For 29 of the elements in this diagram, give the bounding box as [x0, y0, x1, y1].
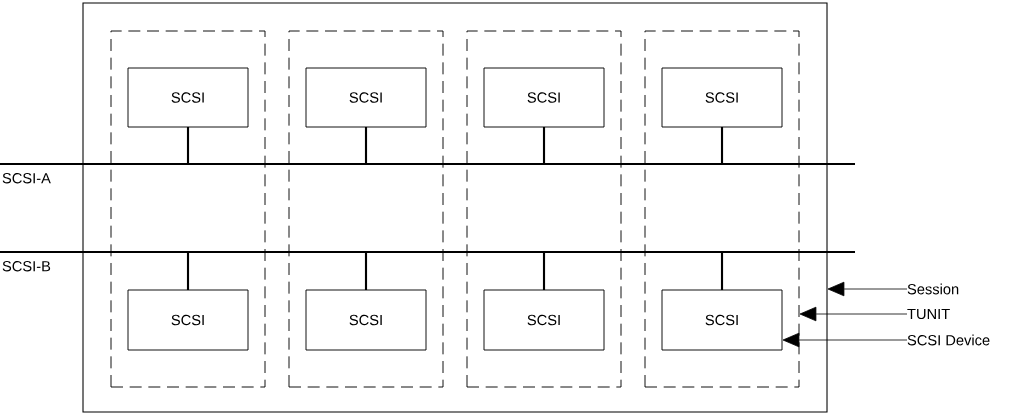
bus-connector — [542, 252, 546, 290]
bus-connector — [364, 252, 368, 290]
bus-line: SCSI-A — [0, 163, 856, 184]
bus-connector — [364, 127, 368, 164]
leader-arrow — [827, 281, 908, 297]
tunit-dashed-box — [288, 30, 444, 388]
device-box: SCSI — [483, 289, 605, 351]
device-box: SCSI — [305, 67, 427, 128]
callout-label: SCSI Device — [907, 334, 990, 346]
device-box: SCSI — [661, 289, 783, 351]
bus-connector — [186, 252, 190, 290]
leader-arrow — [799, 306, 908, 322]
device-box: SCSI — [127, 289, 249, 351]
leader-arrow — [782, 332, 908, 348]
device-box: SCSI — [305, 289, 427, 351]
device-box: SCSI — [127, 67, 249, 128]
bus-connector — [542, 127, 546, 164]
bus-line: SCSI-B — [0, 251, 856, 272]
bus-connector — [720, 252, 724, 290]
tunit-dashed-box — [644, 30, 800, 388]
device-box: SCSI — [661, 67, 783, 128]
bus-connector — [720, 127, 724, 164]
callout-label: Session — [907, 283, 959, 295]
tunit-dashed-box — [466, 30, 622, 388]
bus-connector — [186, 127, 190, 164]
tunit-dashed-box — [110, 30, 266, 388]
session-box — [82, 2, 828, 413]
device-box: SCSI — [483, 67, 605, 128]
callout-label: TUNIT — [907, 308, 950, 320]
